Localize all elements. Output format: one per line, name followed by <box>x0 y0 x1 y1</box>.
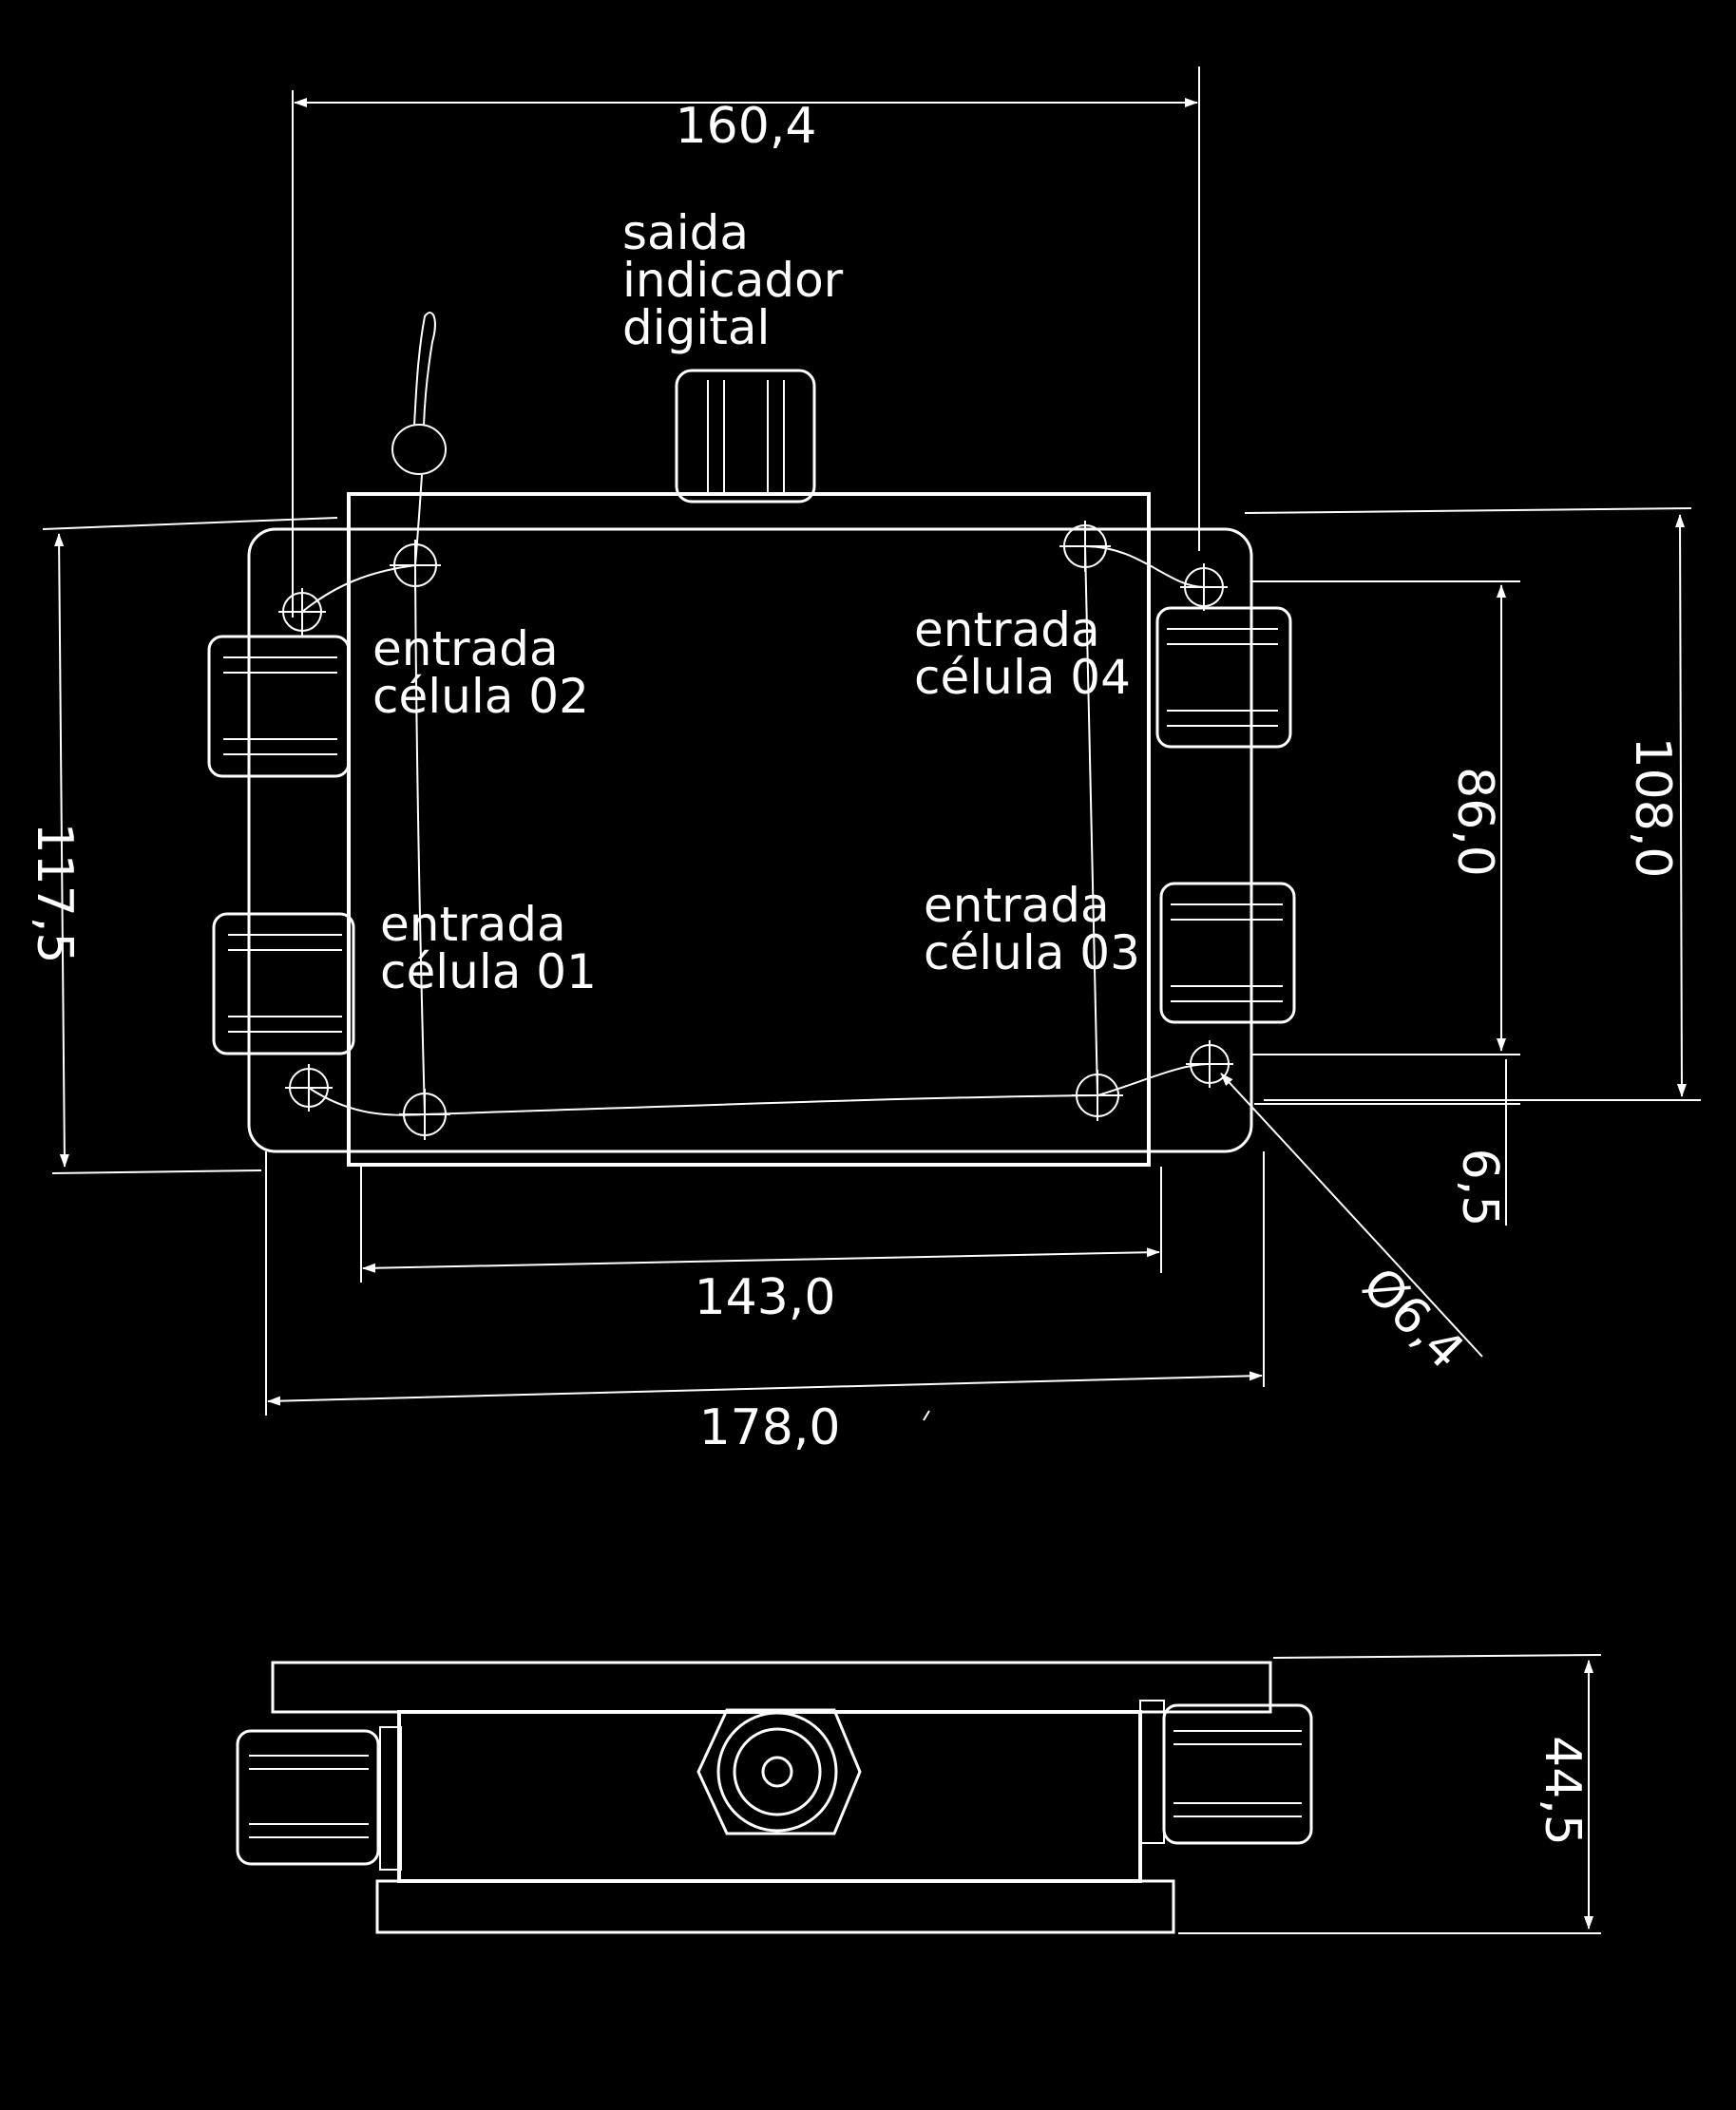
mounting-plate <box>247 527 1253 1153</box>
cable-gland-output <box>675 369 816 504</box>
svg-text:célula 04: célula 04 <box>914 650 1131 705</box>
stray-mark <box>923 1410 930 1421</box>
svg-text:célula 03: célula 03 <box>924 925 1140 980</box>
label-cell04: entrada célula 04 <box>914 602 1131 705</box>
svg-text:digital: digital <box>622 300 770 355</box>
dimension-right-height: 108,0 <box>1244 507 1701 1101</box>
side-enclosure-body <box>397 1710 1142 1883</box>
svg-text:178,0: 178,0 <box>699 1399 841 1456</box>
svg-text:117,5: 117,5 <box>26 823 83 964</box>
seal-wire <box>301 312 1211 1116</box>
dimension-hole-spacing: 86,0 <box>1252 580 1520 1055</box>
svg-text:entrada: entrada <box>372 621 559 676</box>
side-view: 44,5 <box>236 1654 1602 1934</box>
svg-text:entrada: entrada <box>380 897 566 952</box>
top-view: saida indicador digital entrada célula 0… <box>26 67 1701 1456</box>
dimension-top-width: 160,4 <box>292 67 1200 618</box>
svg-text:108,0: 108,0 <box>1624 737 1681 879</box>
svg-text:saida: saida <box>622 205 749 260</box>
svg-text:indicador: indicador <box>622 253 844 308</box>
label-cell02: entrada célula 02 <box>372 621 589 724</box>
dimension-hole-diameter: Ø6,4 <box>1220 1073 1483 1380</box>
side-gland-left <box>236 1729 380 1866</box>
enclosure-lid <box>347 492 1151 1167</box>
svg-text:Ø6,4: Ø6,4 <box>1351 1257 1475 1380</box>
svg-text:86,0: 86,0 <box>1446 767 1503 877</box>
cable-gland-cell01 <box>212 912 355 1055</box>
svg-text:6,5: 6,5 <box>1451 1149 1508 1227</box>
cable-gland-cell02 <box>207 635 351 778</box>
svg-text:143,0: 143,0 <box>695 1269 836 1326</box>
label-cell01: entrada célula 01 <box>380 897 597 999</box>
cable-gland-cell03 <box>1159 882 1296 1024</box>
svg-text:entrada: entrada <box>924 878 1110 933</box>
dimension-offset: 6,5 <box>1254 1059 1520 1226</box>
side-base-plate <box>375 1879 1175 1934</box>
svg-text:entrada: entrada <box>914 602 1100 657</box>
dimension-side-height: 44,5 <box>1178 1654 1602 1934</box>
svg-text:célula 01: célula 01 <box>380 944 597 999</box>
cable-gland-cell04 <box>1155 606 1292 749</box>
svg-text:célula 02: célula 02 <box>372 669 589 724</box>
dimension-left-height: 117,5 <box>26 517 338 1174</box>
label-cell03: entrada célula 03 <box>924 878 1140 980</box>
side-top-plate <box>271 1661 1272 1714</box>
dimension-inner-width: 143,0 <box>360 1167 1162 1326</box>
svg-text:44,5: 44,5 <box>1534 1736 1591 1846</box>
output-gland-hex-icon <box>696 1708 862 1835</box>
side-gland-right <box>1162 1703 1313 1845</box>
dimension-outer-width: 178,0 <box>265 1151 1265 1456</box>
label-saida: saida indicador digital <box>622 205 844 355</box>
svg-text:160,4: 160,4 <box>676 98 817 155</box>
